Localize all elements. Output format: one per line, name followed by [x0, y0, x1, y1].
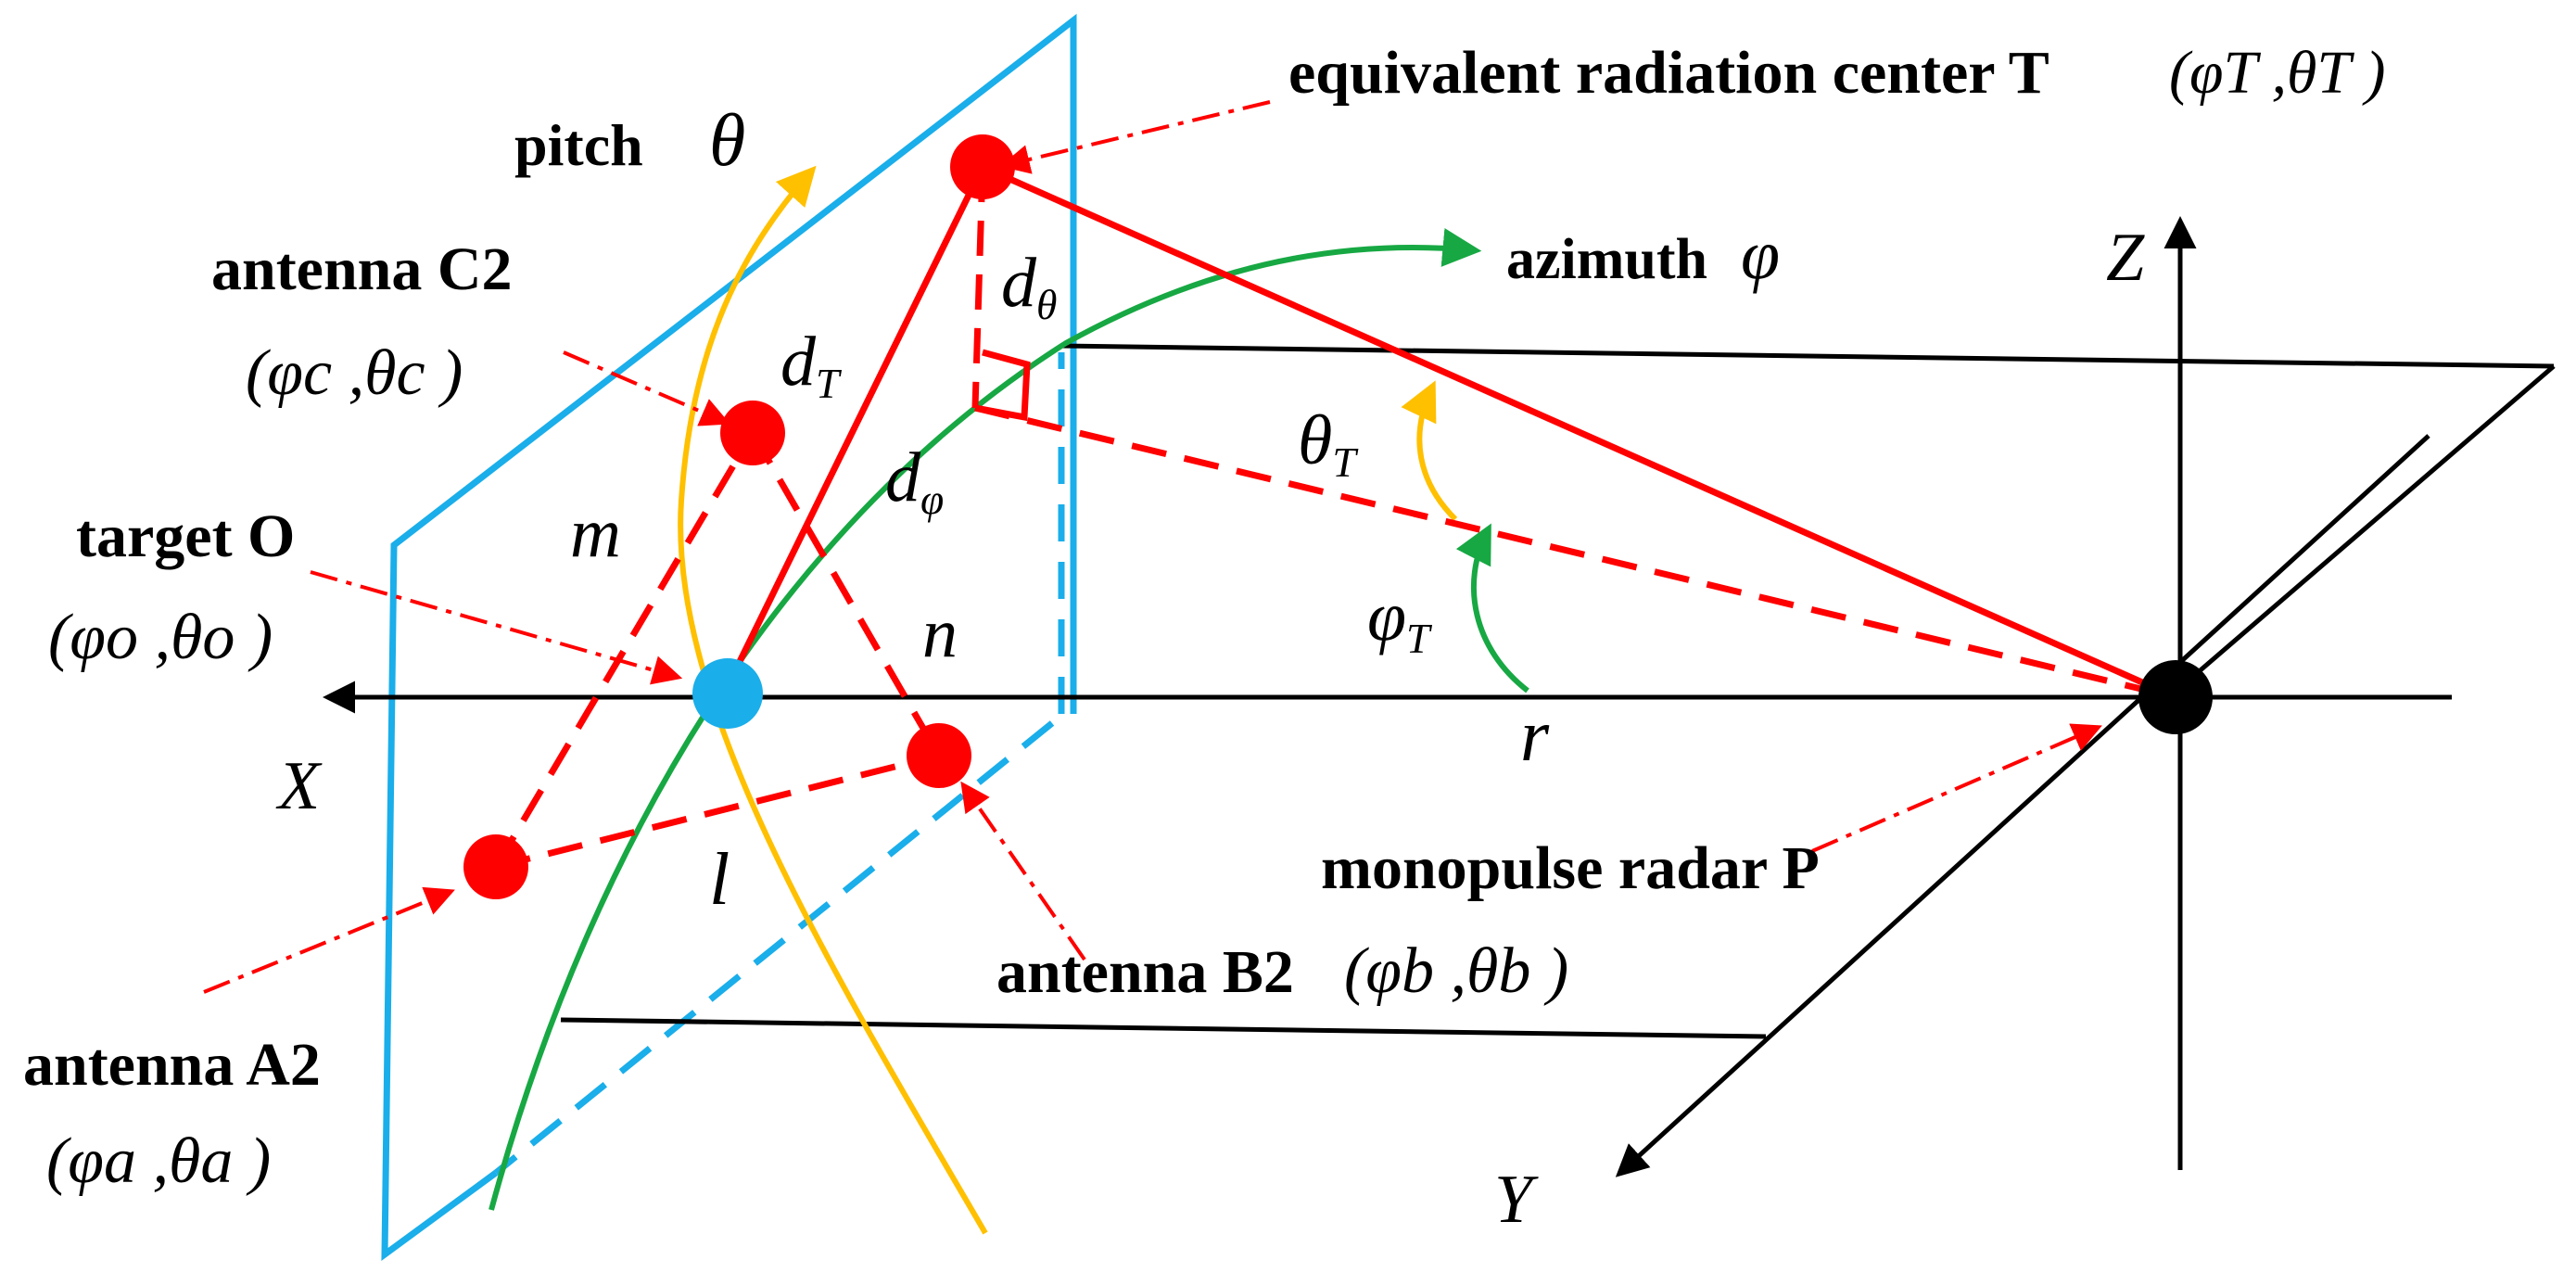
- pointer-to-a: [203, 886, 455, 994]
- symbol-d-theta: dθ: [1001, 244, 1057, 328]
- symbol-pitch-theta: θ: [709, 100, 745, 182]
- label-pitch: pitch: [514, 112, 643, 178]
- azimuth-curve-group: [489, 228, 1529, 1211]
- coords-c: (φc ,θc ): [246, 337, 463, 409]
- symbol-theta-t: θT: [1298, 401, 1359, 486]
- pointer-arrows: [203, 100, 2102, 994]
- label-target-o: target O: [76, 503, 295, 570]
- pointer-to-o: [310, 570, 683, 685]
- symbol-d-phi: dφ: [885, 439, 944, 523]
- symbol-phi-t: φT: [1367, 578, 1433, 662]
- pointer-to-t: [999, 100, 1271, 174]
- line-c-to-b: [749, 431, 943, 757]
- point-radar-p: [2138, 660, 2213, 734]
- symbol-r: r: [1520, 695, 1550, 777]
- pitch-curve-group: [678, 165, 1458, 1235]
- symbol-azimuth-phi: φ: [1741, 216, 1780, 294]
- plane-dashed-edges: [493, 352, 1065, 1176]
- right-angle-mark: [974, 349, 1031, 422]
- line-o-to-t: [724, 165, 986, 688]
- point-target-o: [692, 658, 763, 729]
- point-c2: [720, 401, 785, 465]
- pointer-to-c: [563, 350, 730, 426]
- ground-right-edge: [2167, 364, 2556, 699]
- plane-solid-edges: [381, 13, 1077, 1261]
- point-t: [950, 134, 1015, 199]
- ground-back-edge: [1060, 343, 2555, 369]
- coords-t: (φT ,θT ): [2169, 39, 2385, 107]
- line-a-to-b: [495, 752, 940, 871]
- line-foot-to-p: [974, 404, 2176, 701]
- phi-t-arc: [1455, 523, 1529, 693]
- symbol-d-t: dT: [780, 323, 843, 407]
- symbol-n: n: [922, 594, 958, 672]
- coords-b: (φb ,θb ): [1344, 935, 1568, 1007]
- ground-front-edge: [560, 1017, 1767, 1039]
- target-plane: [381, 13, 1077, 1261]
- pitch-curve: [678, 165, 988, 1235]
- symbol-z-axis: Z: [2106, 220, 2145, 296]
- pointer-to-p: [1811, 723, 2102, 853]
- dashed-red-lines: [492, 166, 2176, 871]
- point-b2: [907, 723, 971, 788]
- labels: equivalent radiation center T (φT ,θT ) …: [23, 39, 2385, 1238]
- label-monopulse-radar: monopulse radar P: [1321, 834, 1820, 902]
- red-geometry: [492, 163, 2177, 871]
- line-a-to-c: [492, 431, 756, 869]
- azimuth-curve: [489, 228, 1482, 1211]
- point-a2: [463, 834, 528, 899]
- symbol-m: m: [570, 494, 621, 572]
- symbol-y-axis: Y: [1494, 1162, 1539, 1238]
- label-antenna-b2: antenna B2: [996, 938, 1294, 1006]
- label-antenna-a2: antenna A2: [23, 1031, 321, 1099]
- pointer-to-b: [960, 781, 1086, 961]
- y-axis: [1615, 434, 2430, 1177]
- coords-a: (φa ,θa ): [46, 1126, 271, 1197]
- label-antenna-c2: antenna C2: [211, 235, 513, 303]
- line-t-to-p: [981, 163, 2177, 701]
- points: [463, 134, 2213, 899]
- label-equivalent-center: equivalent radiation center T: [1288, 39, 2049, 107]
- coords-o: (φo ,θo ): [48, 602, 273, 673]
- symbol-x-axis: X: [275, 748, 323, 824]
- symbol-l: l: [709, 839, 730, 921]
- theta-t-arc: [1401, 380, 1458, 522]
- line-t-to-foot: [971, 166, 986, 409]
- ground-plane: [560, 343, 2556, 1039]
- label-azimuth: azimuth: [1506, 228, 1707, 291]
